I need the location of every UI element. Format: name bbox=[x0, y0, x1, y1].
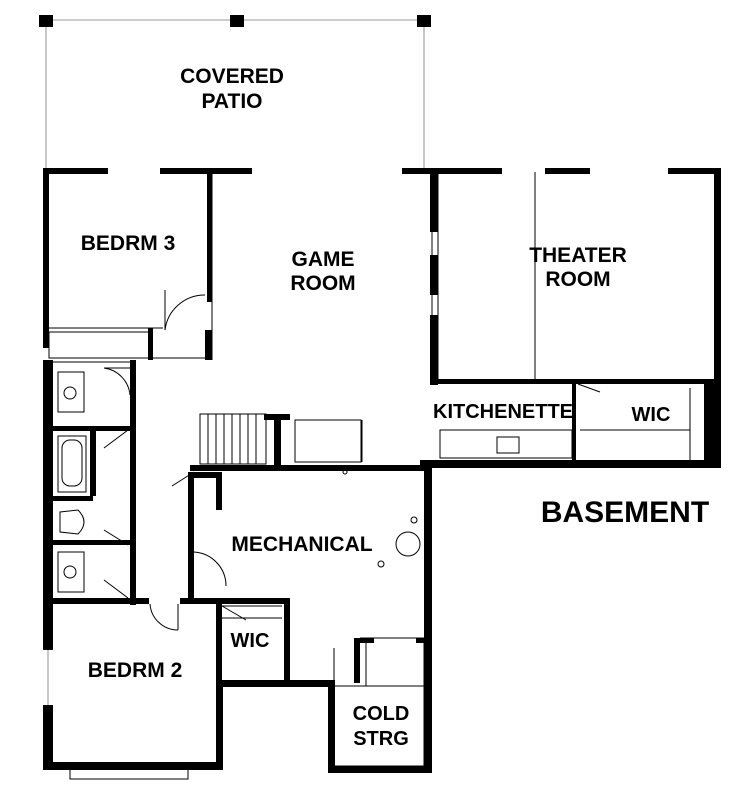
closet-bedrm-3 bbox=[48, 331, 150, 359]
label-theater-room-line1: THEATER bbox=[529, 244, 627, 267]
cold-storage-walls bbox=[333, 643, 429, 767]
label-game-room-line2: ROOM bbox=[290, 272, 355, 295]
label-bedroom-3: BEDRM 3 bbox=[81, 232, 176, 255]
sink-icon bbox=[57, 551, 85, 593]
label-covered-patio-line1: COVERED bbox=[180, 65, 284, 88]
interior-walls bbox=[48, 172, 714, 683]
label-theater-room-line2: ROOM bbox=[545, 268, 610, 291]
game-room-cabinet bbox=[294, 419, 362, 463]
label-basement-title: BASEMENT bbox=[541, 496, 709, 529]
label-mechanical: MECHANICAL bbox=[231, 533, 372, 556]
sink-icon bbox=[496, 436, 520, 454]
label-bedroom-2: BEDRM 2 bbox=[88, 659, 183, 682]
label-cold-storage-line1: COLD bbox=[353, 703, 410, 725]
patio-post-left bbox=[39, 15, 53, 27]
stairs bbox=[199, 413, 267, 465]
label-kitchenette: KITCHENETTE bbox=[433, 401, 573, 423]
label-wic-upper: WIC bbox=[632, 404, 671, 426]
water-heater-icon bbox=[395, 531, 421, 557]
sink-icon bbox=[57, 371, 85, 413]
label-wic-lower: WIC bbox=[231, 630, 270, 652]
room-labels: COVERED PATIO BEDRM 3 GAME ROOM THEATER … bbox=[81, 65, 709, 750]
mechanical-equipment bbox=[342, 469, 421, 568]
covered-patio bbox=[39, 15, 431, 170]
patio-post-right bbox=[417, 15, 431, 27]
patio-post-middle bbox=[230, 15, 244, 27]
label-cold-storage-line2: STRG bbox=[353, 728, 409, 750]
label-covered-patio-line2: PATIO bbox=[201, 90, 262, 113]
toilet-icon bbox=[59, 509, 85, 535]
bedroom-2-window bbox=[69, 768, 189, 780]
label-game-room-line1: GAME bbox=[292, 248, 355, 271]
bathtub-icon bbox=[57, 435, 87, 493]
exterior-walls bbox=[43, 168, 721, 773]
